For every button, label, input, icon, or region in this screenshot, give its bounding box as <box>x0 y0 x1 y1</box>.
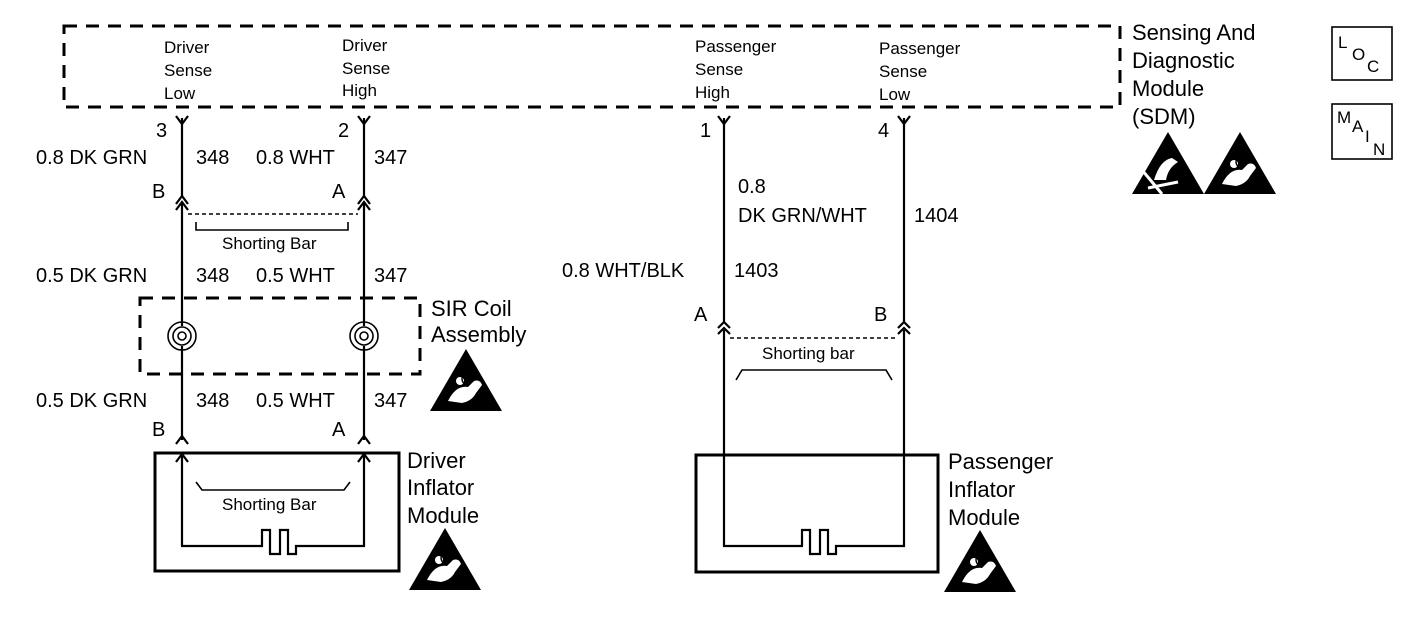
passenger-connector-a: A <box>694 304 708 326</box>
sdm-driver-sense-high-label: Driver Sense High <box>342 36 395 100</box>
driver-wires <box>175 115 371 556</box>
driver-mid-right-circuit: 347 <box>374 265 407 287</box>
driver-upper-connector-a: A <box>332 181 346 203</box>
passenger-wires <box>717 115 911 556</box>
sdm-driver-sense-low-label: Driver Sense Low <box>164 38 217 103</box>
coil-left-icon <box>167 321 197 351</box>
main-icon: M A I N <box>1331 103 1393 160</box>
svg-text:L: L <box>1338 33 1347 52</box>
svg-text:I: I <box>1365 127 1370 146</box>
driver-upper-shorting-bar-label: Shorting Bar <box>222 234 317 253</box>
driver-upper-left-wire: 0.8 DK GRN <box>36 147 147 169</box>
passenger-connector-b: B <box>874 304 887 326</box>
driver-module-airbag-icon <box>408 527 482 591</box>
driver-lower-shorting-bar-bracket <box>195 481 351 491</box>
svg-text:C: C <box>1367 57 1379 76</box>
pin-2: 2 <box>338 120 349 142</box>
driver-lower-right-wire: 0.5 WHT <box>256 390 335 412</box>
esd-icon <box>1130 130 1206 196</box>
sir-coil-assembly-label: SIR Coil Assembly <box>431 296 526 347</box>
sdm-label: Sensing And Diagnostic Module (SDM) <box>1132 20 1262 129</box>
driver-mid-right-wire: 0.5 WHT <box>256 265 335 287</box>
driver-inflator-module-label: Driver Inflator Module <box>407 448 480 528</box>
sdm-module-box <box>62 24 1122 109</box>
driver-lower-shorting-bar-label: Shorting Bar <box>222 495 317 514</box>
passenger-left-circuit: 1403 <box>734 260 779 282</box>
passenger-inflator-module-box <box>694 453 940 574</box>
driver-lower-connector-a: A <box>332 419 346 441</box>
sdm-passenger-sense-low-label: Passenger Sense Low <box>879 39 965 104</box>
passenger-inflator-module-label: Passenger Inflator Module <box>948 449 1059 530</box>
pin-1: 1 <box>700 120 711 142</box>
passenger-module-airbag-icon <box>943 529 1017 593</box>
sdm-passenger-sense-high-label: Passenger Sense High <box>695 37 781 102</box>
passenger-left-wire: 0.8 WHT/BLK <box>562 260 685 282</box>
driver-lower-left-wire: 0.5 DK GRN <box>36 390 147 412</box>
airbag-icon <box>1203 131 1277 195</box>
passenger-right-wire: 0.8 DK GRN/WHT <box>738 176 867 227</box>
driver-upper-right-wire: 0.8 WHT <box>256 147 335 169</box>
sir-coil-assembly-box <box>138 296 422 376</box>
coil-airbag-icon <box>429 348 503 412</box>
svg-text:N: N <box>1373 140 1385 159</box>
driver-lower-right-circuit: 347 <box>374 390 407 412</box>
loc-icon: L O C <box>1331 26 1393 81</box>
driver-mid-left-wire: 0.5 DK GRN <box>36 265 147 287</box>
driver-upper-left-circuit: 348 <box>196 147 229 169</box>
pin-3: 3 <box>156 120 167 142</box>
driver-lower-left-circuit: 348 <box>196 390 229 412</box>
svg-text:M: M <box>1337 108 1351 127</box>
driver-inflator-module-box <box>153 451 401 573</box>
svg-text:O: O <box>1352 45 1365 64</box>
passenger-shorting-bar-bracket <box>735 369 893 381</box>
driver-upper-connector-b: B <box>152 181 165 203</box>
pin-4: 4 <box>878 120 889 142</box>
passenger-right-circuit: 1404 <box>914 205 959 227</box>
driver-mid-left-circuit: 348 <box>196 265 229 287</box>
driver-upper-shorting-bar-bracket <box>195 222 349 231</box>
passenger-shorting-bar-label: Shorting bar <box>762 344 855 363</box>
driver-upper-right-circuit: 347 <box>374 147 407 169</box>
svg-text:A: A <box>1352 117 1364 136</box>
coil-right-icon <box>349 321 379 351</box>
driver-lower-connector-b: B <box>152 419 165 441</box>
